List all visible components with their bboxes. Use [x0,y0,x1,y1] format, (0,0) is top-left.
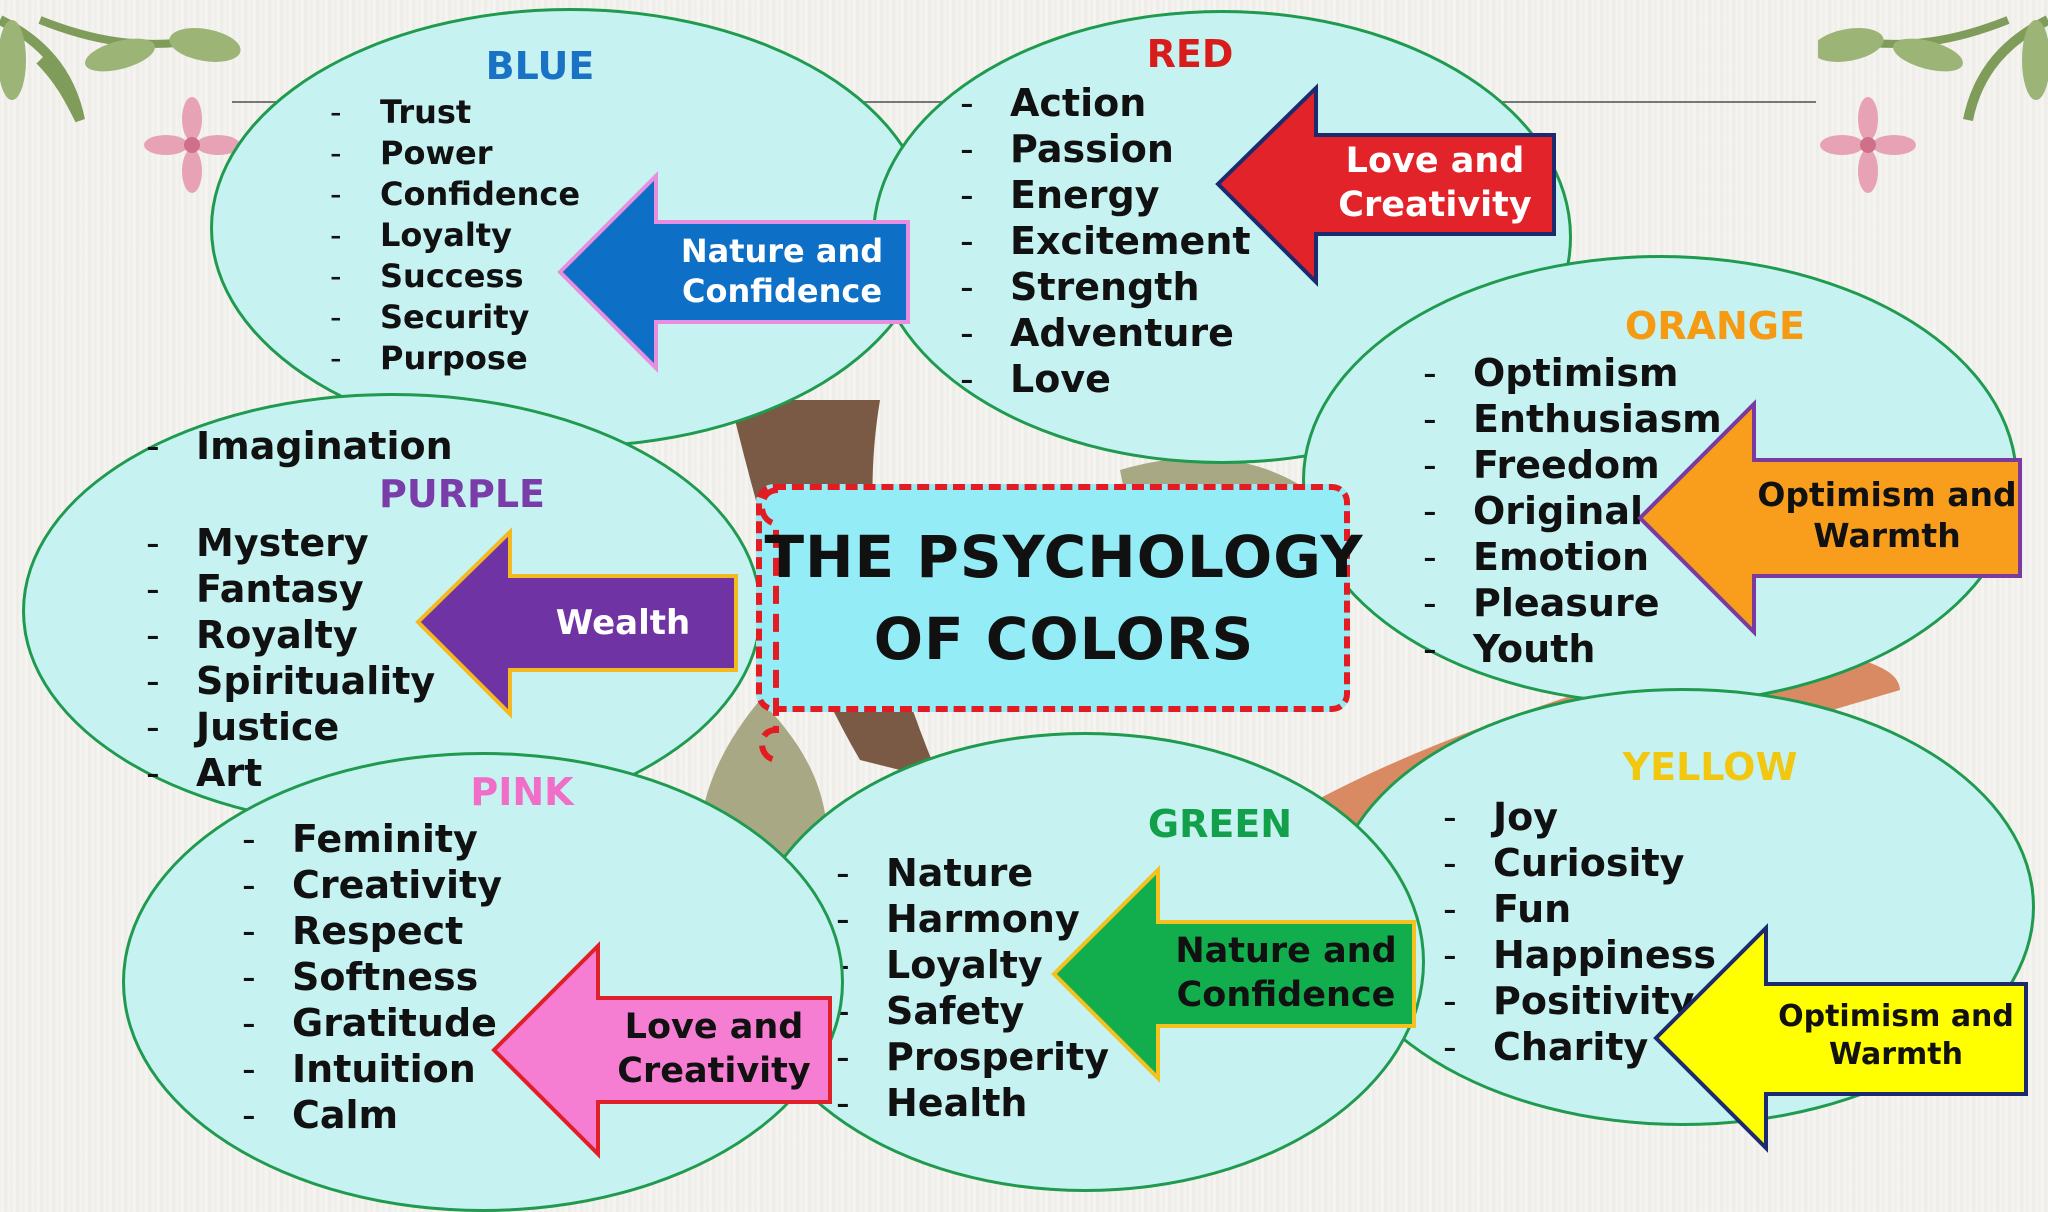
list-item: Strength [960,264,1251,310]
pink-title: PINK [470,770,574,814]
list-item: Spirituality [146,658,435,704]
list-item: Loyalty [330,215,580,256]
list-item: Fantasy [146,566,435,612]
list-item: Passion [960,126,1251,172]
list-item: Softness [242,954,502,1000]
list-item: Intuition [242,1046,502,1092]
green-title: GREEN [1147,802,1293,846]
purple-title: PURPLE [379,472,545,516]
list-item: Purpose [330,338,580,379]
purple-arrow: Wealth [415,527,738,719]
purple-arrow-shape [415,527,738,719]
list-item: Security [330,297,580,338]
list-item: Positivity [1443,978,1716,1024]
vine-right-decoration [1818,15,2048,193]
scroll-curl-decoration [759,487,779,763]
pink-list: Feminity Creativity Respect Softness Gra… [242,816,502,1138]
green-arrow-shape [1051,865,1416,1083]
list-item: Respect [242,908,502,954]
orange-title: ORANGE [1625,304,1805,348]
list-item: Emotion [1423,534,1722,580]
list-item: Enthusiasm [1423,396,1722,442]
center-title-line-2: OF COLORS [873,605,1255,673]
list-item: Justice [146,704,435,750]
center-title-banner [756,484,1350,712]
list-item: Loyalty [836,942,1109,988]
list-item: Feminity [242,816,502,862]
list-item: Freedom [1423,442,1722,488]
pink-arrow-shape [491,941,832,1159]
blue-title: BLUE [485,44,595,88]
blue-list: Trust Power Confidence Loyalty Success S… [330,92,580,379]
list-item: Gratitude [242,1000,502,1046]
list-item: Success [330,256,580,297]
center-title: THE PSYCHOLOGY OF COLORS [756,516,1372,680]
green-list: Nature Harmony Loyalty Safety Prosperity… [836,850,1109,1126]
list-item: Mystery [146,520,435,566]
orange-list: Optimism Enthusiasm Freedom Original Emo… [1423,350,1722,672]
list-item: Pleasure [1423,580,1722,626]
blue-arrow-shape [557,171,910,373]
orange-arrow-shape [1637,399,2022,637]
list-item: Excitement [960,218,1251,264]
list-item: Charity [1443,1024,1716,1070]
list-item: Health [836,1080,1109,1126]
list-item: Curiosity [1443,840,1716,886]
list-item: Adventure [960,310,1251,356]
yellow-title: YELLOW [1622,745,1798,789]
list-item: Fun [1443,886,1716,932]
yellow-arrow-shape [1653,923,2028,1153]
list-item: Prosperity [836,1034,1109,1080]
red-list: Action Passion Energy Excitement Strengt… [960,80,1251,402]
list-item: Trust [330,92,580,133]
red-arrow-shape [1215,83,1556,287]
list-item: Harmony [836,896,1109,942]
list-item: Happiness [1443,932,1716,978]
red-title: RED [1146,32,1234,76]
list-item: Calm [242,1092,502,1138]
list-item: Love [960,356,1251,402]
list-item: Safety [836,988,1109,1034]
purple-list: Mystery Fantasy Royalty Spirituality Jus… [146,520,435,796]
list-item: Joy [1443,794,1716,840]
list-item: Nature [836,850,1109,896]
diagram-canvas: BLUE Trust Power Confidence Loyalty Succ… [0,0,2048,1153]
list-item: Creativity [242,862,502,908]
purple-arrow-label: Wealth [555,603,691,643]
list-item: Art [146,750,435,796]
center-title-line-1: THE PSYCHOLOGY [764,523,1364,591]
purple-top-item: Imagination [146,423,453,469]
list-item: Confidence [330,174,580,215]
yellow-list: Joy Curiosity Fun Happiness Positivity C… [1443,794,1716,1070]
list-item: Action [960,80,1251,126]
list-item: Royalty [146,612,435,658]
list-item: Energy [960,172,1251,218]
vine-left-decoration [0,15,241,193]
list-item: Imagination [146,423,453,469]
list-item: Optimism [1423,350,1722,396]
list-item: Power [330,133,580,174]
list-item: Youth [1423,626,1722,672]
list-item: Original [1423,488,1722,534]
